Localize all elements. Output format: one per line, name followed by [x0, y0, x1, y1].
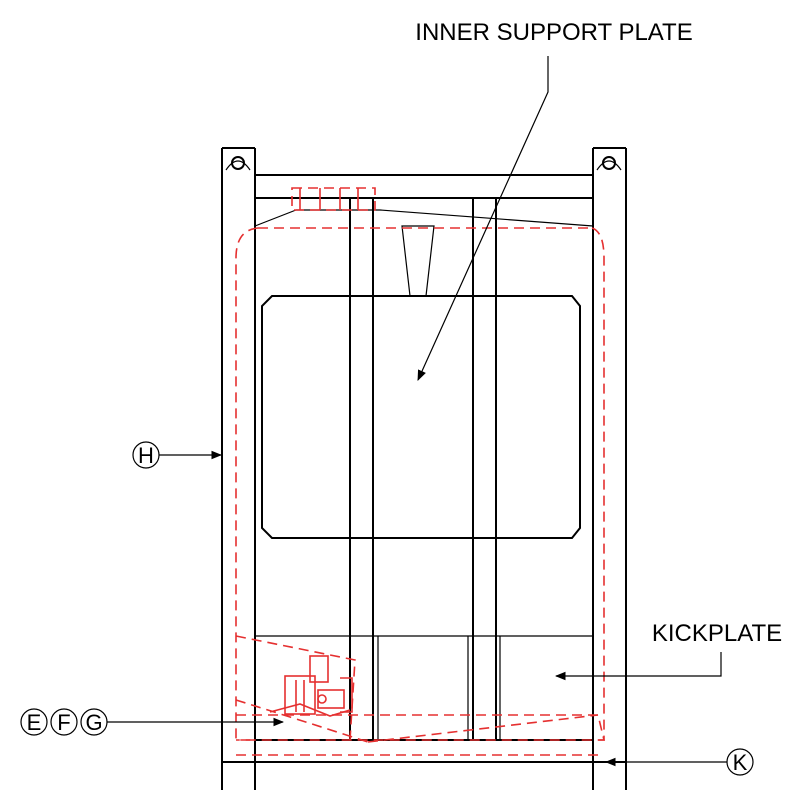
vertical-bar-right [472, 198, 497, 740]
vertical-bar-left [349, 198, 374, 740]
label-h: H [138, 443, 154, 468]
fill-neck [401, 225, 435, 297]
top-plate [254, 209, 594, 227]
leader-kickplate [554, 652, 722, 681]
lifting-eye-left [225, 156, 251, 171]
valve-assembly [269, 655, 353, 717]
lifting-eye-right [596, 156, 622, 171]
tank-hidden-outline [235, 187, 606, 756]
label-e: E [27, 710, 42, 735]
cage-frame [221, 147, 627, 790]
label-kickplate: KICKPLATE [652, 620, 782, 647]
label-inner-support-plate: INNER SUPPORT PLATE [415, 19, 692, 46]
inner-support-plate [261, 295, 581, 539]
label-k: K [733, 750, 748, 775]
leader-inner-support-plate [417, 56, 549, 381]
label-f: F [57, 710, 70, 735]
label-efg-group: E F G [20, 708, 108, 736]
label-g: G [85, 710, 102, 735]
kickplate-panels [255, 635, 593, 740]
